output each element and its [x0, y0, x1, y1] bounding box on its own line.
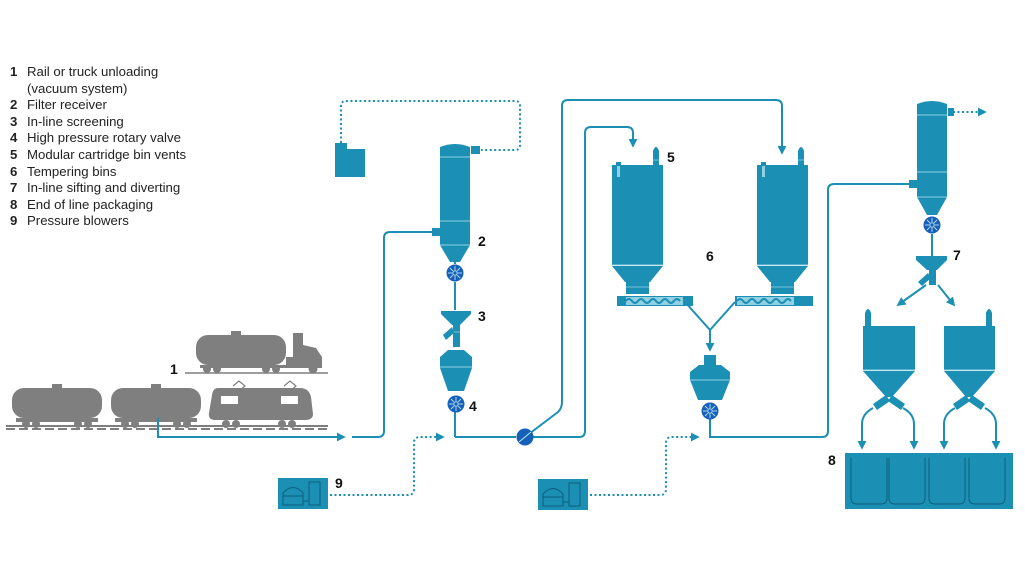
legend-number: 7: [10, 180, 18, 196]
legend-item-7: 7 In-line sifting and diverting: [10, 180, 186, 197]
packaging-silo-left: [863, 309, 915, 410]
legend-number: 2: [10, 97, 18, 113]
legend-number: 6: [10, 163, 18, 179]
locomotive-icon: [208, 380, 313, 428]
packaging-container: [845, 453, 1013, 509]
legend-item-9: 9 Pressure blowers: [10, 213, 186, 230]
legend-item-2: 2 Filter receiver: [10, 97, 186, 114]
legend-number: 9: [10, 213, 18, 229]
legend-item-3: 3 In-line screening: [10, 114, 186, 131]
pressure-blower-icon: [538, 479, 588, 510]
callout-2: 2: [478, 233, 486, 249]
tank-car-icon: [12, 384, 102, 428]
legend-item-6: 6 Tempering bins: [10, 164, 186, 181]
legend-label: Tempering bins: [27, 163, 117, 179]
legend-label: End of line packaging: [27, 196, 154, 212]
legend-label: High pressure rotary valve: [27, 130, 181, 146]
screw-conveyor-left: [617, 296, 693, 306]
tempering-bin-right: [757, 147, 808, 294]
legend-label: Pressure blowers: [27, 213, 129, 229]
legend-label: Modular cartridge bin vents: [27, 146, 187, 162]
callout-8: 8: [828, 452, 836, 468]
vacuum-pump-icon: [335, 143, 365, 177]
tank-car-icon: [111, 384, 201, 428]
rotary-valve-icon: [447, 395, 465, 413]
legend-label: In-line screening: [27, 113, 124, 129]
rail-track: [6, 425, 328, 430]
legend-item-5: 5 Modular cartridge bin vents: [10, 147, 186, 164]
legend-item-1: 1 Rail or truck unloading (vacuum system): [10, 64, 186, 97]
legend-number: 8: [10, 196, 18, 212]
legend-label: Rail or truck unloading (vacuum system): [27, 64, 159, 96]
legend-number: 5: [10, 146, 18, 162]
legend: 1 Rail or truck unloading (vacuum system)…: [10, 64, 186, 230]
inline-sifter: [916, 256, 947, 286]
legend-item-4: 4 High pressure rotary valve: [10, 130, 186, 147]
filter-receiver: [432, 144, 480, 262]
screw-conveyor-right: [735, 296, 813, 306]
pressure-blower-icon: [278, 478, 328, 509]
callout-3: 3: [478, 308, 486, 324]
callout-7: 7: [953, 247, 961, 263]
filter-receiver-2: [909, 101, 954, 215]
legend-number: 1: [10, 64, 18, 79]
callout-5: 5: [667, 149, 675, 165]
rotary-valve-icon: [701, 402, 719, 420]
rotary-valve-icon: [923, 216, 941, 234]
truck-icon: [185, 331, 328, 374]
callout-6: 6: [706, 248, 714, 264]
callout-9: 9: [335, 475, 343, 491]
collection-hopper: [690, 355, 730, 400]
tempering-bin-left: [612, 147, 663, 294]
legend-label: In-line sifting and diverting: [27, 180, 181, 196]
vacuum-lines: [330, 100, 987, 496]
conveying-lines: [157, 99, 1001, 450]
inline-screener: [440, 311, 472, 391]
callout-4: 4: [469, 398, 477, 414]
legend-number: 4: [10, 130, 18, 146]
diverter-valve-icon: [516, 428, 534, 446]
rotary-valve-icon: [446, 264, 464, 282]
legend-number: 3: [10, 113, 18, 129]
legend-item-8: 8 End of line packaging: [10, 197, 186, 214]
packaging-silo-right: [944, 309, 995, 410]
legend-label: Filter receiver: [27, 97, 107, 113]
callout-1: 1: [170, 361, 178, 377]
